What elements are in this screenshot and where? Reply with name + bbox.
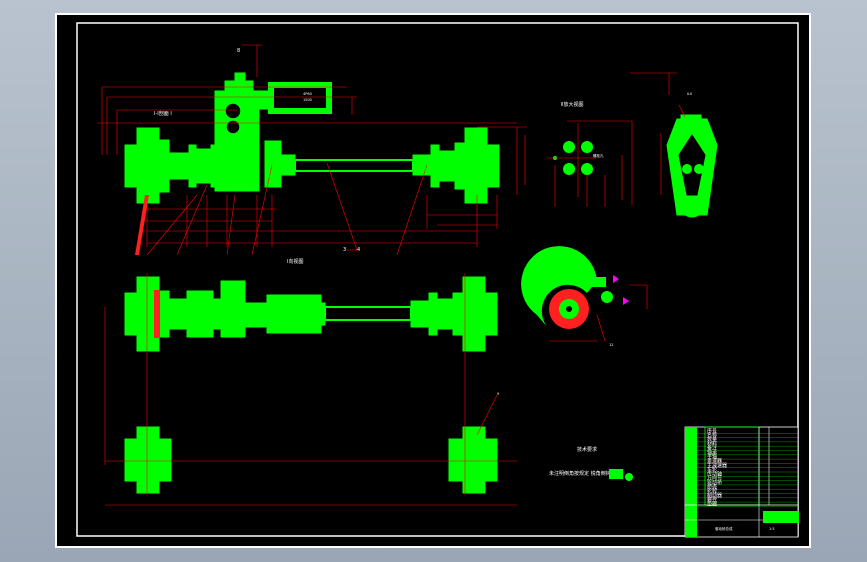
title-block-row: 制动器 <box>707 492 722 499</box>
title-block-row: 轴承 <box>707 449 717 456</box>
balloon-top: 8 <box>237 48 240 54</box>
bolt-pattern-detail <box>547 123 597 197</box>
section-detail-label: Ⅱ放大视图 <box>561 101 583 108</box>
front-view-label: Ⅰ向视图 <box>287 258 303 265</box>
svg-text:4P60: 4P60 <box>303 92 312 96</box>
bottom-view <box>124 426 498 494</box>
notes-symbol <box>609 469 633 481</box>
title-block-row: 主减速器 <box>707 462 727 469</box>
title-block-row: 车轮 <box>707 466 717 473</box>
gearbox-front <box>220 280 246 338</box>
section-detail-note: 螺栓孔 <box>593 153 604 158</box>
title-block-row: 驱动桥 <box>707 479 722 486</box>
title-block-row: 材料 <box>707 440 717 447</box>
title-block-row: 传动轴 <box>707 470 722 477</box>
balloon-center: 3 <box>343 247 346 253</box>
title-block-row: 轮毂 <box>707 488 717 495</box>
notes-text: 未注明倒角按规定 锐角倒钝 <box>549 470 611 477</box>
svg-text:1500: 1500 <box>303 98 312 102</box>
title-block-row: 万向节 <box>707 475 722 482</box>
title-block-row: 名称 <box>707 432 717 439</box>
title-block-row: 备注 <box>707 445 717 452</box>
notes-title: 技术要求 <box>577 446 597 453</box>
title-block-row: 桥壳 <box>707 483 717 490</box>
title-block: 序号名称数量材料备注轴承半轴差速器主减速器车轮传动轴万向节驱动桥桥壳轮毂制动器螺… <box>684 426 799 538</box>
sheet-scale: 1:5 <box>769 527 775 531</box>
left-spring-leader <box>135 195 149 255</box>
drive-shaft-top <box>294 159 414 172</box>
top-view-label: Ⅰ-Ⅰ剖面 Ⅰ <box>154 110 172 117</box>
title-block-row: 差速器 <box>707 458 722 465</box>
cam-detail <box>521 246 629 329</box>
cad-drawing: 4P60 1500 <box>76 22 799 538</box>
title-block-rows: 序号名称数量材料备注轴承半轴差速器主减速器车轮传动轴万向节驱动桥桥壳轮毂制动器螺… <box>697 427 798 508</box>
dimension-lines <box>97 44 686 506</box>
drive-shaft-front <box>324 306 412 321</box>
balloon-side: 12 <box>609 343 613 347</box>
title-block-row: 数量 <box>707 436 717 443</box>
right-hub-front <box>462 276 486 352</box>
inner-border <box>76 22 799 537</box>
right-hub-top <box>464 127 488 204</box>
right-wheel-bottom <box>462 426 486 494</box>
title-block-row: 螺栓 <box>707 496 717 503</box>
title-block-row: 半轴 <box>707 453 717 460</box>
side-view-label: Ⅱ-Ⅱ <box>687 92 692 96</box>
motor-front <box>266 294 322 334</box>
drawing-title: 驱动桥总成 <box>715 526 733 531</box>
balloon-right: 9 <box>497 392 499 396</box>
left-wheel-bottom <box>136 426 160 494</box>
drawing-sheet: 4P60 1500 <box>55 13 811 548</box>
front-view <box>124 276 498 352</box>
title-block-row: 垫圈 <box>707 501 717 508</box>
brake-disc-highlight <box>154 290 160 338</box>
balloon-center-2: 4 <box>357 247 360 253</box>
title-block-row: 序号 <box>707 427 717 434</box>
